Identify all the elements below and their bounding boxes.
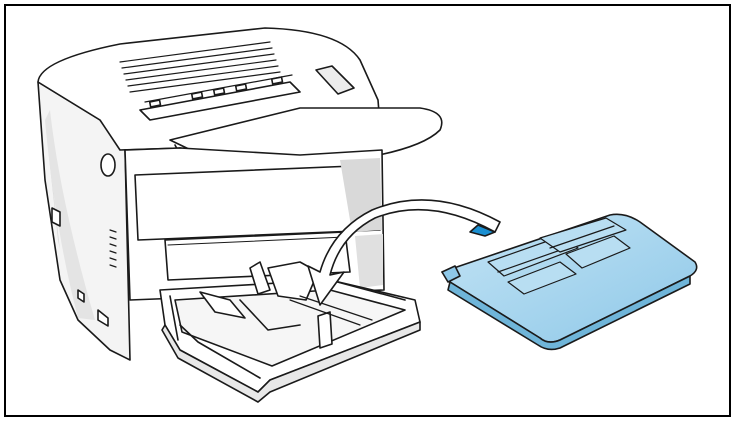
vent-slots — [119, 41, 281, 93]
tray-cover — [441, 213, 698, 351]
arrow-body — [307, 199, 501, 306]
cover-ribs — [487, 217, 631, 295]
paper-tray — [159, 261, 421, 403]
exit-rollers — [148, 76, 284, 108]
paper-guide-center — [267, 261, 319, 301]
paper-guide-left — [199, 291, 246, 319]
paper-guide-rear — [317, 311, 333, 349]
insertion-arrow — [307, 199, 501, 306]
side-button — [100, 153, 116, 177]
control-panel-button — [315, 65, 355, 95]
printer — [37, 27, 443, 361]
side-vents — [109, 229, 117, 268]
